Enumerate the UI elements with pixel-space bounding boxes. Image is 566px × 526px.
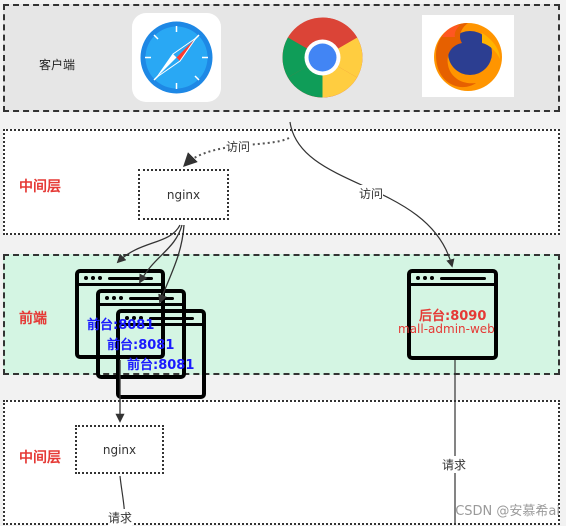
front-window-3-label: 前台:8081 (127, 358, 195, 373)
visit-label-right: 访问 (359, 185, 384, 202)
window-title-line (149, 317, 194, 320)
nginx-top: nginx (138, 169, 229, 220)
window-title-line (129, 297, 174, 300)
front-window-1 (75, 269, 165, 359)
window-dot-icon (139, 316, 143, 320)
window-dot-icon (132, 316, 136, 320)
client-layer-label: 客户端 (39, 58, 76, 72)
middle-layer-top-label: 中间层 (19, 179, 61, 195)
frontend-layer-label: 前端 (19, 311, 47, 327)
front-window-3 (116, 309, 206, 399)
window-dot-icon (430, 276, 434, 280)
window-dot-icon (416, 276, 420, 280)
window-dot-icon (423, 276, 427, 280)
front-window-1-label: 前台:8081 (87, 318, 155, 333)
firefox-icon (422, 15, 514, 97)
visit-label-left: 访问 (226, 138, 251, 155)
window-dot-icon (105, 296, 109, 300)
admin-port-label: 后台:8090 (419, 309, 487, 324)
safari-icon (132, 13, 221, 102)
window-dot-icon (125, 316, 129, 320)
window-title-line (440, 277, 486, 280)
front-window-2 (96, 289, 186, 379)
window-titlebar (100, 293, 182, 306)
front-window-2-label: 前台:8081 (107, 338, 175, 353)
chrome-icon (278, 13, 367, 102)
window-titlebar (79, 273, 161, 286)
window-dot-icon (98, 276, 102, 280)
window-titlebar (120, 313, 202, 326)
window-titlebar (411, 273, 494, 286)
window-dot-icon (84, 276, 88, 280)
request-label-right: 请求 (442, 456, 467, 473)
window-dot-icon (119, 296, 123, 300)
request-label-bottom: 请求 (108, 509, 133, 526)
window-title-line (108, 277, 153, 280)
watermark: CSDN @安慕希ai (455, 504, 560, 519)
frontend-layer: 前端 (3, 254, 560, 375)
window-dot-icon (91, 276, 95, 280)
window-dot-icon (112, 296, 116, 300)
admin-name-label: mall-admin-web (398, 322, 495, 336)
admin-window (407, 269, 498, 360)
nginx-bottom: nginx (75, 425, 164, 474)
middle-layer-bottom-label: 中间层 (19, 450, 61, 466)
middle-layer-top: 中间层 (3, 129, 560, 235)
